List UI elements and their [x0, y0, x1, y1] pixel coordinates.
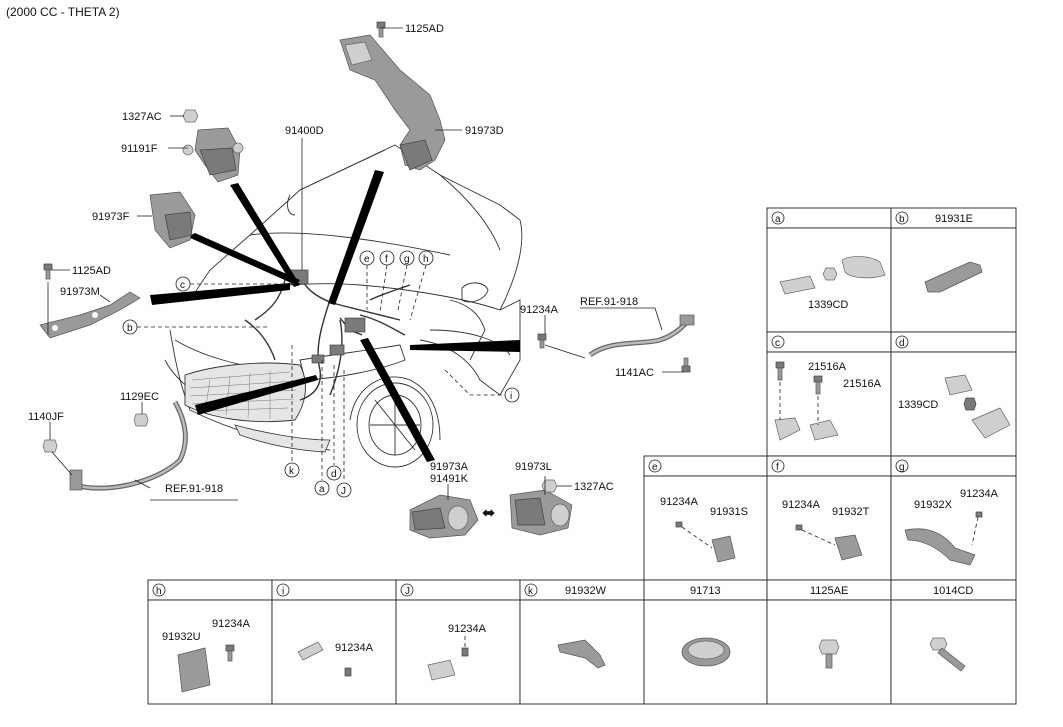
ground-cable[interactable]	[588, 314, 695, 358]
cell-a-cap: 1339CD	[808, 299, 848, 311]
bolt-icon	[133, 413, 149, 427]
cell-d-letter: d	[899, 338, 905, 349]
label-91973d: 91973D	[465, 125, 504, 137]
marker-j: J	[341, 486, 346, 497]
marker-a: a	[319, 484, 325, 495]
protector-91973l[interactable]	[509, 489, 573, 536]
bracket-91191f[interactable]	[182, 127, 244, 183]
cell-h-letter: h	[156, 586, 162, 597]
bolt-icon	[537, 333, 547, 349]
callout-labels: 1125AD 91973D 1327AC 91191F 91400D 91973…	[28, 23, 654, 495]
label-ref-top: REF.91-918	[580, 296, 638, 308]
label-91400d: 91400D	[285, 125, 324, 137]
label-1125ad-top: 1125AD	[405, 23, 444, 35]
label-91191f: 91191F	[121, 143, 158, 155]
clip-part-j	[427, 636, 469, 681]
cell-k-part: 91932W	[565, 585, 607, 597]
protector-91973d[interactable]	[339, 34, 446, 171]
bracket-91932w	[557, 639, 606, 669]
cell-h-cap1: 91932U	[162, 631, 201, 643]
cell-j-cap: 91234A	[448, 623, 487, 635]
bracket-91932u	[177, 644, 235, 693]
double-arrow-icon: ⬌	[482, 505, 495, 522]
cell-j-letter: J	[405, 586, 410, 597]
marker-i: i	[510, 391, 512, 402]
cell-i-letter: i	[282, 586, 284, 597]
label-1327ac-mid: 1327AC	[574, 481, 614, 493]
clip-part-d	[944, 374, 1011, 439]
label-1141ac: 1141AC	[615, 367, 654, 379]
bolt-icon	[681, 357, 691, 373]
label-91973m: 91973M	[60, 286, 100, 298]
label-1327ac-top: 1327AC	[122, 111, 162, 123]
marker-d: d	[331, 469, 337, 480]
cell-e-cap2: 91931S	[710, 506, 748, 518]
parts-table-right: a b 91931E c d e f g 1339CD	[643, 207, 1017, 581]
bracket-91932t	[795, 524, 863, 561]
marker-g: g	[404, 254, 410, 265]
cell-d-cap: 1339CD	[898, 399, 938, 411]
protector-91973a[interactable]	[409, 494, 479, 539]
cell-91713-part: 91713	[690, 585, 721, 597]
diagram-title: (2000 CC - THETA 2)	[6, 5, 120, 19]
cell-1125ae-part: 1125AE	[810, 585, 848, 597]
label-91973a: 91973A	[430, 461, 469, 473]
cell-f-cap1: 91234A	[782, 499, 821, 511]
marker-k: k	[289, 466, 295, 477]
clip-part-i	[297, 641, 352, 677]
clip-part-a	[779, 256, 886, 295]
bracket-91931e	[924, 261, 983, 293]
label-91973f: 91973F	[92, 211, 130, 223]
cell-f-letter: f	[776, 462, 779, 473]
marker-h: h	[423, 254, 429, 265]
protector-91973f[interactable]	[149, 191, 196, 249]
letter-markers: c b e f g h i k d a J	[122, 250, 520, 498]
bracket-91931s	[675, 521, 736, 563]
cell-k-letter: k	[528, 586, 534, 597]
cell-i-cap: 91234A	[335, 642, 374, 654]
cell-c-cap1: 21516A	[808, 361, 847, 373]
nut-icon	[541, 479, 558, 493]
label-91234a-mid: 91234A	[520, 304, 559, 316]
cell-g-cap2: 91234A	[960, 488, 999, 500]
cell-a-letter: a	[775, 214, 781, 225]
bolt-1014cd	[929, 637, 966, 672]
callout-wedges	[150, 170, 520, 462]
grommet-91713	[681, 637, 731, 667]
parts-table-bottom: h i J k 91932W 91713 1125AE 1014CD 91932…	[147, 579, 1017, 705]
marker-f: f	[385, 254, 388, 265]
marker-b: b	[127, 323, 133, 334]
cell-e-letter: e	[652, 462, 658, 473]
bolt-icon	[43, 263, 53, 280]
marker-e: e	[364, 254, 370, 265]
bolt-icon	[42, 439, 58, 453]
bracket-91973m[interactable]	[39, 291, 141, 339]
nut-icon	[182, 109, 199, 123]
label-ref-bottom: REF.91-918	[165, 483, 223, 495]
cell-e-cap1: 91234A	[660, 496, 699, 508]
leader-lines	[47, 27, 684, 501]
cell-c-letter: c	[775, 338, 780, 349]
label-91973l: 91973L	[515, 461, 552, 473]
cell-f-cap2: 91932T	[832, 506, 870, 518]
cell-1014cd-part: 1014CD	[933, 585, 973, 597]
marker-c: c	[180, 280, 185, 291]
clip-part-c	[774, 361, 839, 441]
label-1129ec: 1129EC	[120, 391, 159, 403]
battery-cable[interactable]	[69, 400, 188, 491]
label-1125ad-left: 1125AD	[72, 265, 111, 277]
cell-g-cap1: 91932X	[914, 499, 953, 511]
cell-h-cap2: 91234A	[212, 618, 251, 630]
bracket-91932x	[904, 511, 983, 566]
cell-b-part: 91931E	[935, 213, 973, 225]
cell-g-letter: g	[899, 462, 905, 473]
cell-b-letter: b	[899, 214, 905, 225]
bolt-icon	[376, 21, 386, 38]
label-1140jf: 1140JF	[28, 411, 64, 423]
cell-c-cap2: 21516A	[843, 378, 882, 390]
label-91491k: 91491K	[430, 473, 469, 485]
bolt-1125ae	[818, 639, 840, 669]
